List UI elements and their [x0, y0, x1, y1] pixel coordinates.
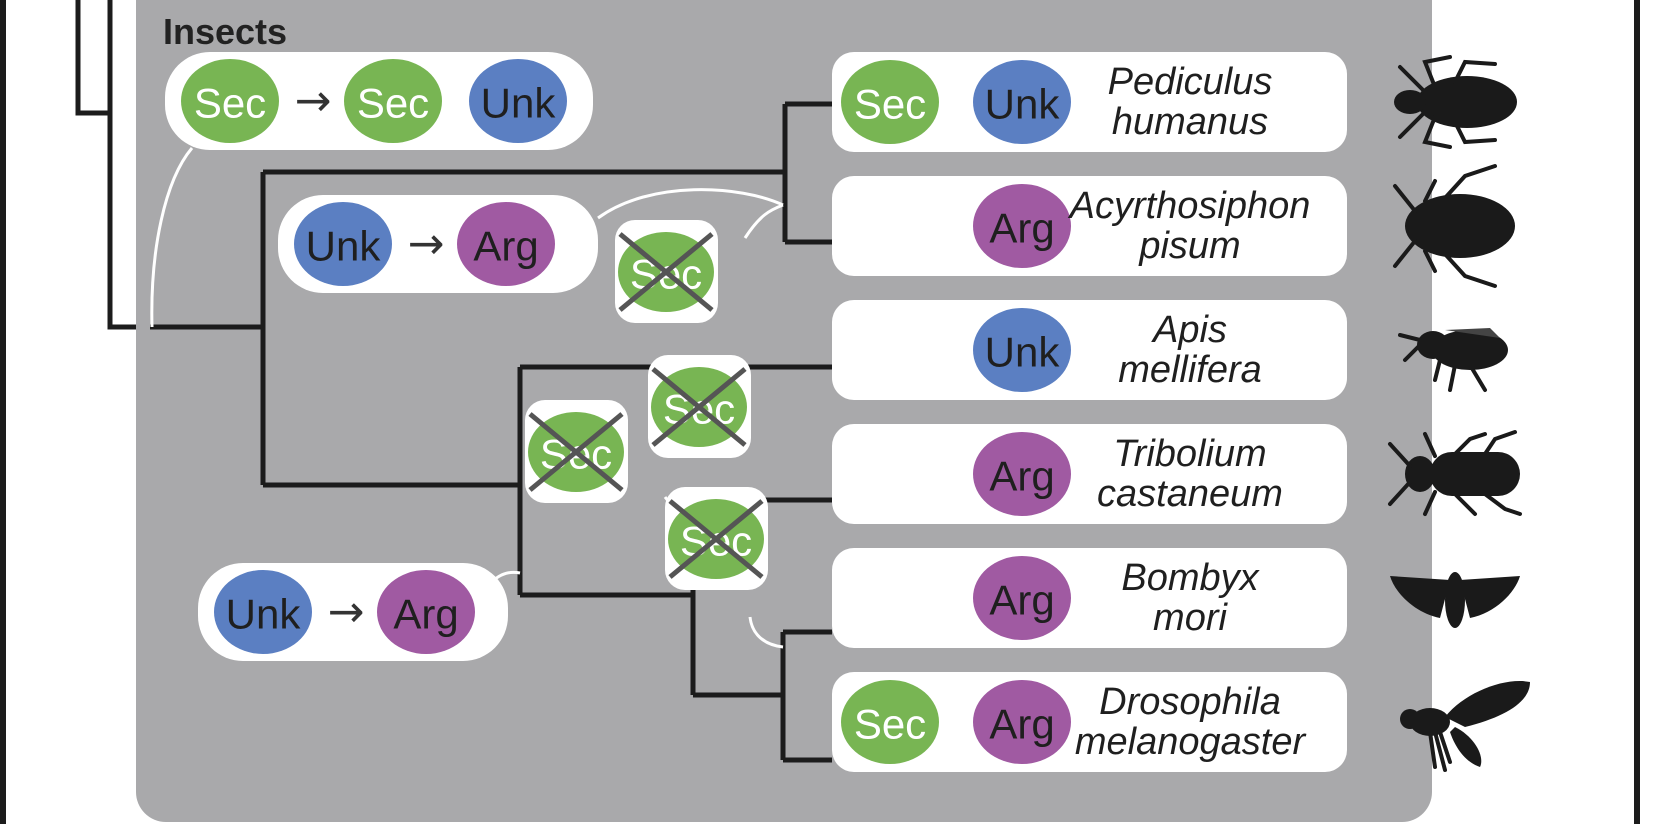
badge-label: Sec	[854, 701, 926, 748]
badge-ellipse	[841, 60, 939, 144]
species-row-background	[832, 548, 1347, 648]
arrow-right-icon: →	[295, 76, 332, 127]
species-epithet: mellifera	[1118, 349, 1262, 391]
badge-arg: Arg	[973, 556, 1071, 640]
loss-holometabola: Sec	[525, 400, 628, 503]
loss-events: SecSecSecSec	[525, 220, 768, 590]
species-row-background	[832, 300, 1347, 400]
badge-ellipse	[344, 59, 442, 143]
badge-label: Unk	[985, 81, 1061, 128]
fly-icon	[1400, 681, 1530, 772]
species-epithet: pisum	[1138, 225, 1240, 267]
badge-label: Unk	[985, 329, 1061, 376]
species-genus: Tribolium	[1113, 433, 1266, 475]
badge-unk: Unk	[973, 308, 1071, 392]
loss-acyrthosiphon: Sec	[615, 220, 718, 323]
beetle-icon	[1388, 430, 1522, 516]
badge-from-sec: Sec	[181, 59, 279, 143]
badge-ellipse	[469, 59, 567, 143]
badge-to-arg: Arg	[457, 202, 555, 286]
loss-apis: Sec	[648, 355, 751, 458]
badge-arg: Arg	[973, 680, 1071, 764]
moth-icon	[1390, 572, 1520, 628]
badge-to-unk: Unk	[469, 59, 567, 143]
badge-label: Sec	[357, 80, 429, 127]
badge-ellipse	[294, 202, 392, 286]
loss-tribolium: Sec	[665, 487, 768, 590]
badge-sec: Sec	[841, 680, 939, 764]
badge-label: Arg	[989, 577, 1054, 624]
badge-label: Arg	[393, 591, 458, 638]
badge-label: Arg	[473, 223, 538, 270]
connector-loss-acyrthosiphon	[743, 203, 784, 239]
louse-icon	[1394, 55, 1517, 149]
badge-to-arg: Arg	[377, 570, 475, 654]
badge-label: Unk	[306, 223, 382, 270]
badge-label: Unk	[481, 80, 557, 127]
badge-ellipse	[841, 680, 939, 764]
species-row-background	[832, 176, 1347, 276]
outgroup-branch	[75, 0, 110, 116]
badge-ellipse	[377, 570, 475, 654]
badge-ellipse	[973, 680, 1071, 764]
connector-loss-tribolium	[748, 616, 784, 649]
badge-arg: Arg	[973, 432, 1071, 516]
badge-ellipse	[973, 308, 1071, 392]
connector-root	[150, 147, 194, 328]
species-genus: Acyrthosiphon	[1068, 185, 1311, 227]
species-genus: Apis	[1151, 309, 1227, 351]
badge-label: Arg	[989, 701, 1054, 748]
species-epithet: castaneum	[1097, 473, 1283, 515]
species-row-background	[832, 424, 1347, 524]
arrow-right-icon: →	[328, 587, 365, 638]
cross-icon	[618, 232, 714, 312]
connector-hemiptera	[597, 188, 784, 220]
species-genus: Pediculus	[1108, 61, 1273, 103]
badge-label: Arg	[989, 453, 1054, 500]
badge-ellipse	[973, 60, 1071, 144]
aphid-icon	[1393, 164, 1515, 288]
badge-ellipse	[973, 432, 1071, 516]
badge-to-sec: Sec	[344, 59, 442, 143]
badge-ellipse	[973, 556, 1071, 640]
badge-arg: Arg	[973, 184, 1071, 268]
species-silhouettes	[1388, 55, 1530, 772]
cross-icon	[668, 499, 764, 579]
badge-ellipse	[457, 202, 555, 286]
badge-from-unk: Unk	[214, 570, 312, 654]
cross-icon	[528, 412, 624, 492]
clade-label: Insects	[163, 11, 287, 52]
badge-ellipse	[214, 570, 312, 654]
transition-hemiptera: Unk → Arg	[278, 195, 598, 293]
badge-ellipse	[181, 59, 279, 143]
species-row-background	[832, 672, 1347, 772]
species-row-background	[832, 52, 1347, 152]
species-epithet: melanogaster	[1075, 721, 1307, 763]
transition-holometabola: Unk → Arg	[198, 563, 508, 661]
cross-icon	[651, 367, 747, 447]
badge-sec: Sec	[841, 60, 939, 144]
badge-from-unk: Unk	[294, 202, 392, 286]
badge-label: Arg	[989, 205, 1054, 252]
bee-icon	[1398, 328, 1508, 392]
badge-ellipse	[973, 184, 1071, 268]
arrow-right-icon: →	[408, 219, 445, 270]
badge-label: Unk	[226, 591, 302, 638]
species-epithet: mori	[1153, 597, 1228, 639]
species-epithet: humanus	[1112, 101, 1268, 143]
badge-label: Sec	[194, 80, 266, 127]
badge-label: Sec	[854, 81, 926, 128]
badge-unk: Unk	[973, 60, 1071, 144]
species-genus: Bombyx	[1121, 557, 1260, 599]
species-genus: Drosophila	[1099, 681, 1281, 723]
transition-root: Sec → Sec Unk	[165, 52, 593, 150]
